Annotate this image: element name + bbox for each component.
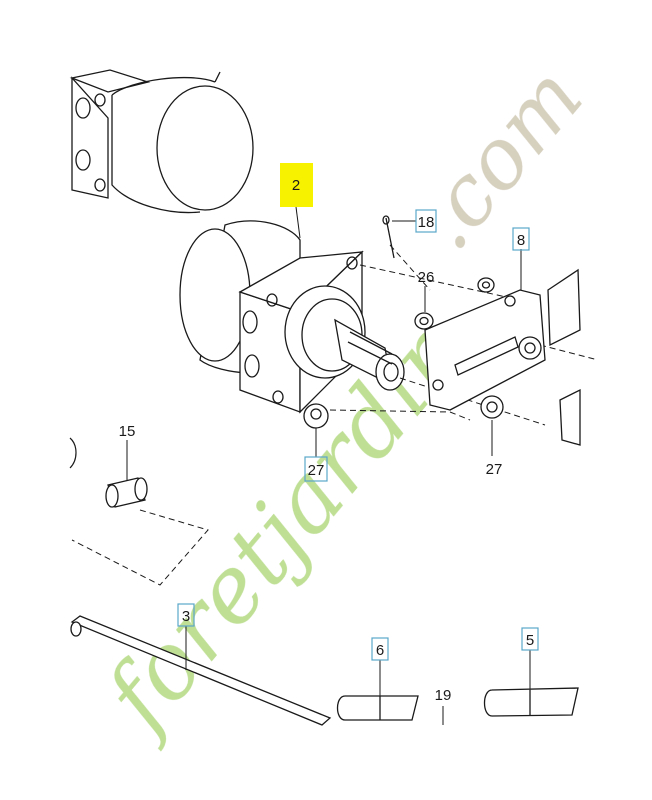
nut-26 [414, 312, 434, 330]
callout-19-label: 19 [435, 687, 452, 704]
nut-27-left [303, 403, 329, 429]
callout-18-label: 18 [418, 214, 435, 231]
callout-27-right-label: 27 [486, 461, 503, 478]
watermark-domain: .com [395, 49, 601, 268]
callout-19: 19 [435, 687, 452, 704]
callout-2: 2 [280, 163, 313, 207]
callout-26: 26 [418, 269, 435, 286]
wear-pad-6 [336, 695, 419, 721]
shaft [70, 615, 332, 726]
callout-5: 5 [521, 627, 539, 651]
callout-5-label: 5 [526, 632, 534, 649]
upper-motor-housing [69, 69, 254, 214]
bushing [105, 477, 148, 508]
callout-26-label: 26 [418, 269, 435, 286]
nut-27-right [480, 395, 504, 419]
callout-8-label: 8 [517, 232, 525, 249]
callout-27-left: 27 [304, 456, 328, 482]
nut-right-mid [518, 336, 542, 360]
callout-18: 18 [415, 209, 437, 233]
left-edge-part [69, 437, 77, 469]
callout-2-label: 2 [292, 177, 300, 194]
callout-15: 15 [119, 423, 136, 440]
callout-3-label: 3 [182, 608, 190, 625]
leader-lines [126, 206, 531, 725]
callout-15-label: 15 [119, 423, 136, 440]
callout-27-left-label: 27 [308, 462, 325, 479]
nut-right-upper [477, 277, 495, 293]
callout-3: 3 [177, 603, 195, 627]
assembly-dashed-lines [71, 244, 599, 586]
right-frame-part [547, 268, 581, 446]
callout-8: 8 [512, 227, 530, 251]
callout-6-label: 6 [376, 642, 384, 659]
callout-6: 6 [371, 637, 389, 661]
hydraulic-motor [179, 220, 405, 414]
wear-pad-5 [483, 687, 579, 717]
mounting-bracket [424, 289, 546, 411]
callout-27-right: 27 [486, 461, 503, 478]
cotter-pin [382, 215, 395, 259]
